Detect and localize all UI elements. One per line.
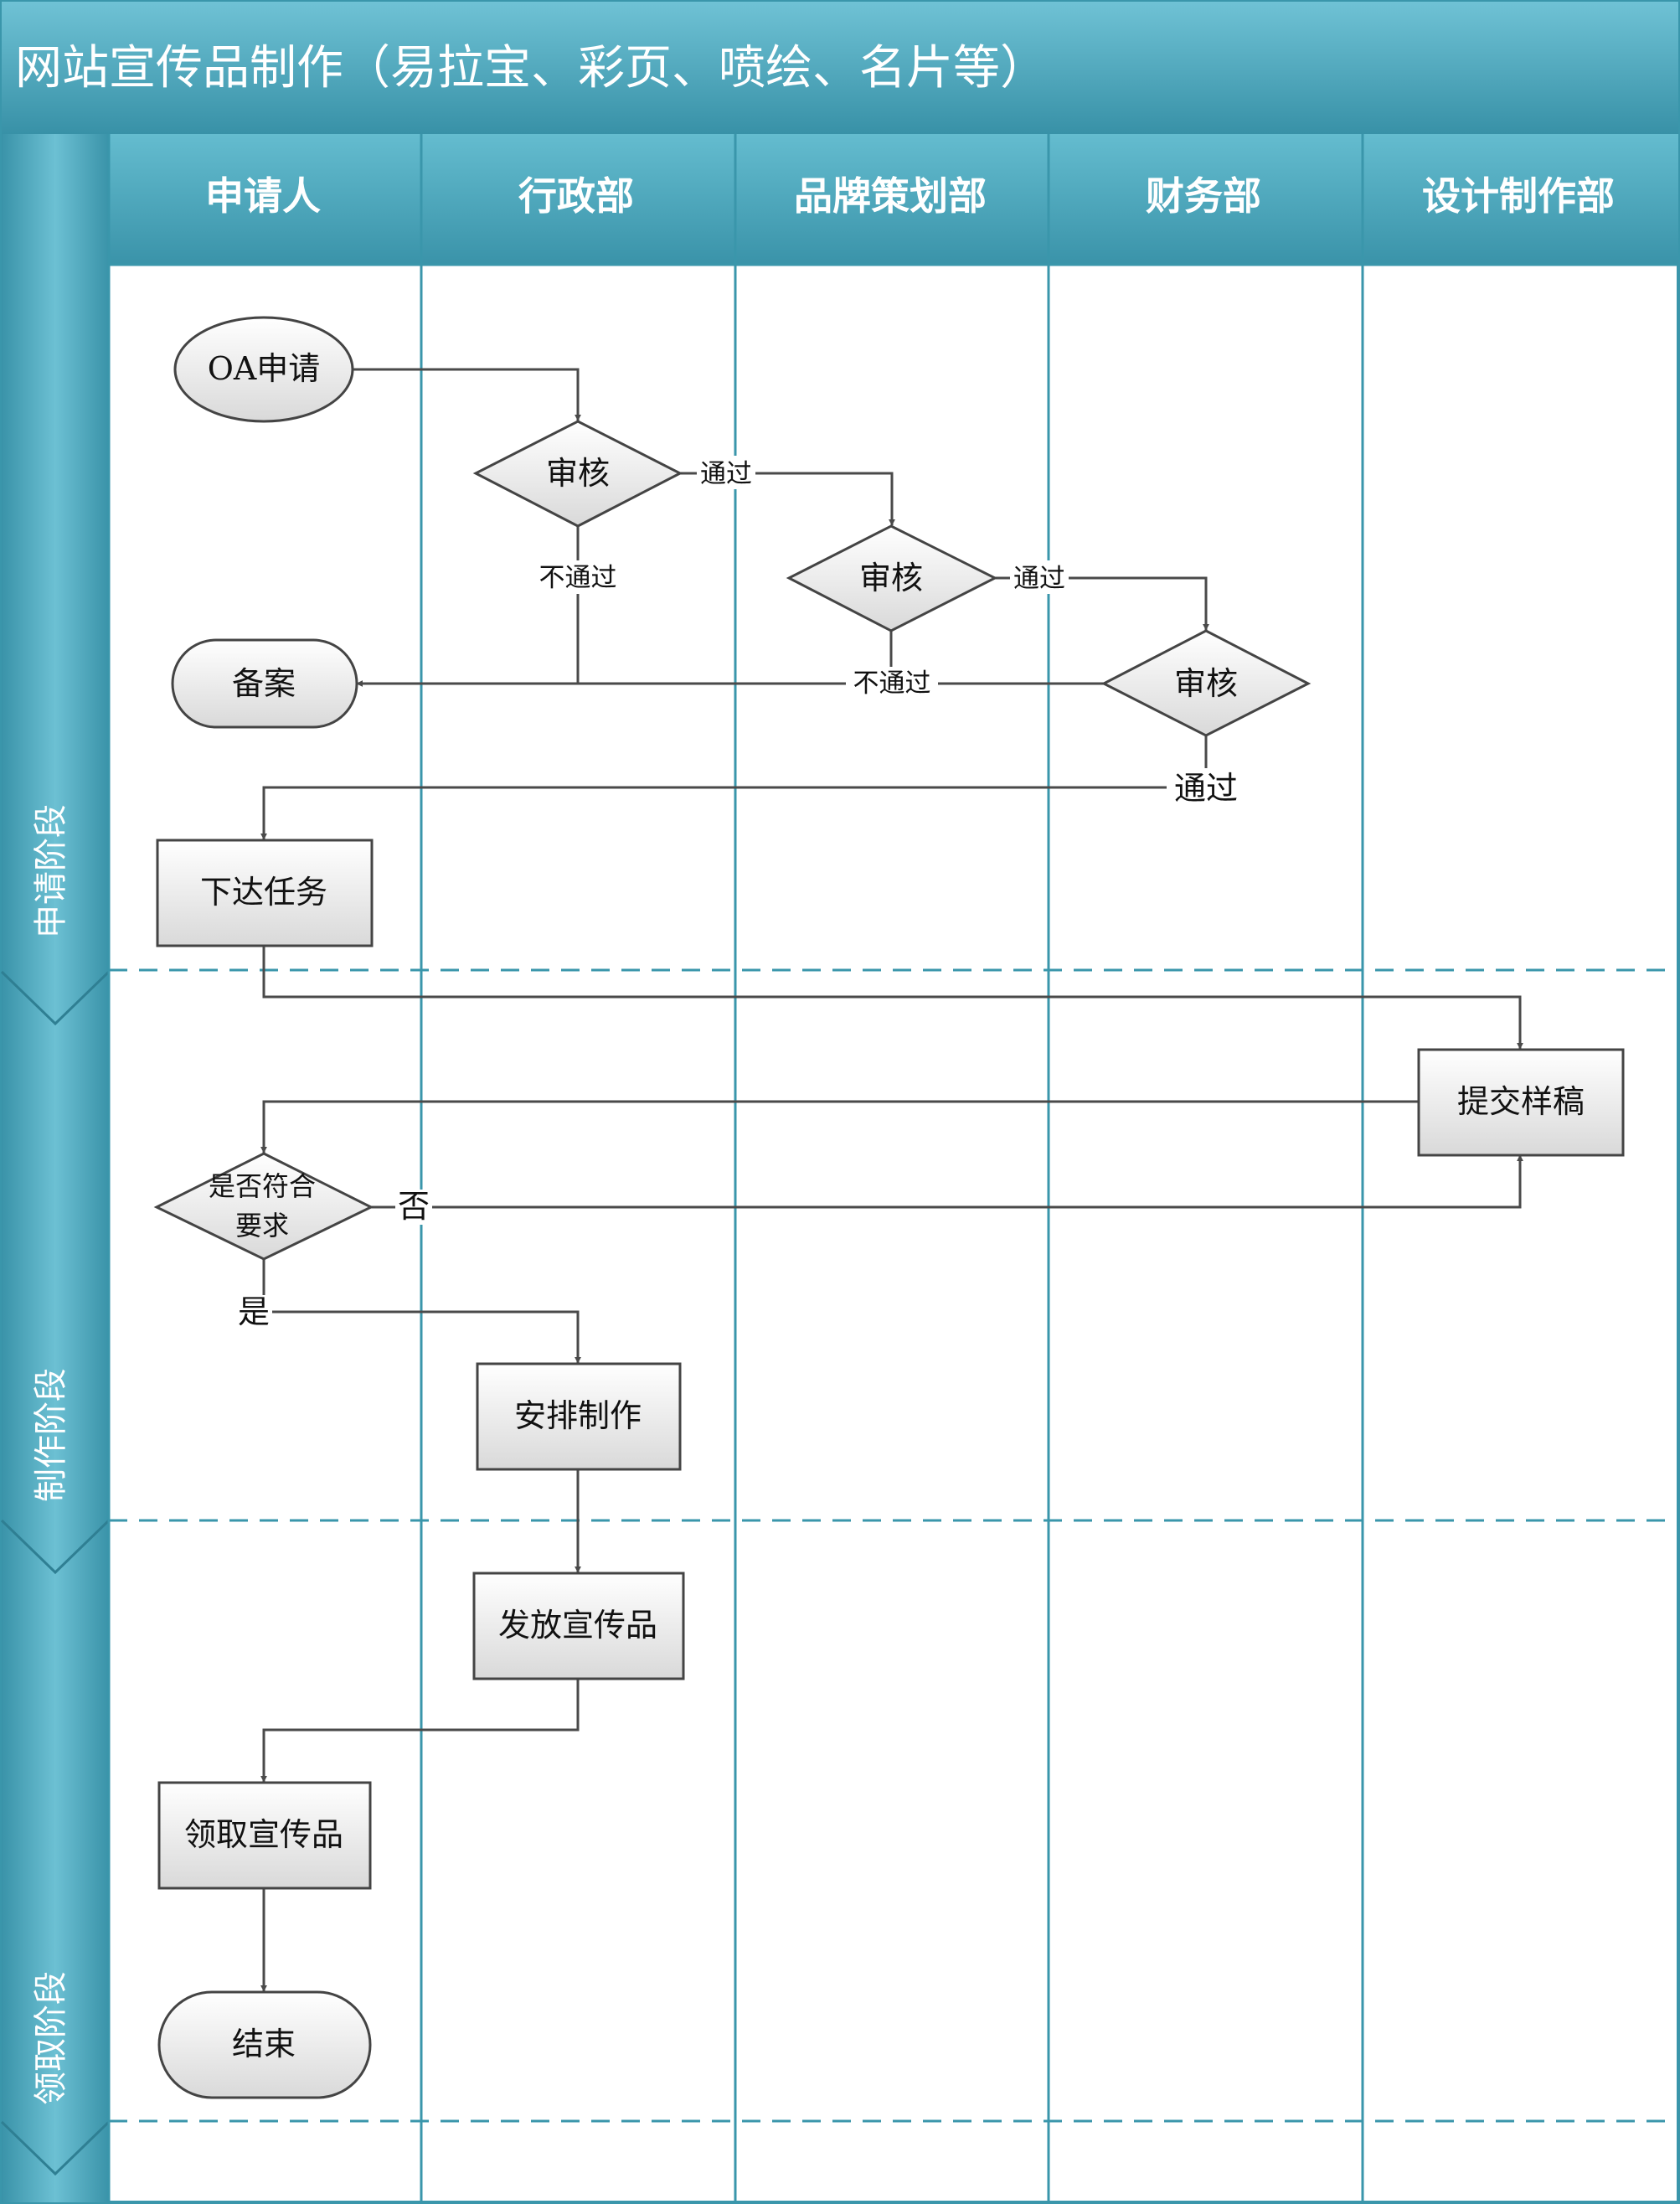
title-bar: 网站宣传品制作（易拉宝、彩页、喷绘、名片等） [2,2,1678,134]
node-distribute: 发放宣传品 [472,1572,685,1680]
nodes: OA申请 审核 审核 审核 备案 下达任务 提交样稿 [153,316,1625,2099]
node-submit-draft: 提交样稿 [1417,1048,1625,1157]
edge-label-no: 否 [398,1188,430,1225]
node-receive: 领取宣传品 [157,1781,372,1890]
node-meets-requirements: 是否符合 要求 [153,1152,374,1261]
edge-label-brand-fail: 不通过 [853,668,931,699]
lane-header-finance: 财务部 [1146,173,1261,219]
node-review-finance: 审核 [1100,629,1312,737]
lane-header-applicant: 申请人 [205,173,321,219]
node-receive-label: 领取宣传品 [184,1816,343,1853]
node-oa-apply-label: OA申请 [208,350,321,387]
edge-check-yes-to-arrange [262,1259,581,1364]
edge-labels: 通过 不通过 通过 不通过 通过 否 是 [235,456,1247,1330]
node-archive: 备案 [171,638,358,729]
phase-column: 申请阶段 制作阶段 领取阶段 [0,134,111,2202]
edge-finance-pass-to-assign [260,736,1208,840]
node-archive-label: 备案 [232,665,296,702]
edge-label-finance-pass: 通过 [1174,770,1238,807]
phase-dividers [109,968,1678,2123]
lane-header-row: 申请人 行政部 品牌策划部 财务部 设计制作部 [109,134,1678,265]
edge-oa-to-admin-review [353,368,581,421]
node-review-admin: 审核 [472,420,683,528]
node-meets-requirements-line2: 要求 [235,1210,289,1241]
edge-check-no-to-draft [371,1154,1523,1209]
node-review-admin-label: 审核 [546,455,610,492]
node-distribute-label: 发放宣传品 [498,1607,657,1644]
edge-distribute-to-receive [260,1678,580,1783]
edge-label-yes: 是 [238,1293,270,1330]
edge-label-brand-pass: 通过 [1013,564,1065,594]
edge-assign-to-draft [262,945,1523,1050]
edge-label-admin-fail: 不通过 [539,563,617,593]
phase-label-receive: 领取阶段 [32,1971,70,2105]
node-end-label: 结束 [232,2026,296,2062]
node-arrange-production: 安排制作 [476,1362,682,1471]
node-submit-draft-label: 提交样稿 [1457,1083,1585,1120]
diagram-title: 网站宣传品制作（易拉宝、彩页、喷绘、名片等） [15,41,1047,95]
lane-header-admin: 行政部 [518,173,634,219]
edge-draft-to-check [260,1100,1419,1154]
node-arrange-production-label: 安排制作 [514,1397,642,1434]
node-review-brand-label: 审核 [859,560,923,596]
phase-label-apply: 申请阶段 [32,804,70,938]
node-meets-requirements-line1: 是否符合 [209,1170,316,1202]
node-review-brand: 审核 [786,524,998,632]
edges [260,368,1523,1992]
lane-header-design: 设计制作部 [1422,173,1615,219]
node-oa-apply: OA申请 [173,316,354,423]
node-review-finance-label: 审核 [1174,665,1238,702]
edge-label-admin-pass: 通过 [700,459,752,489]
node-assign-task-label: 下达任务 [200,874,327,911]
node-end: 结束 [157,1990,372,2099]
phase-label-production: 制作阶段 [32,1368,70,1502]
lane-header-brand: 品牌策划部 [794,173,987,219]
node-assign-task: 下达任务 [156,839,374,947]
